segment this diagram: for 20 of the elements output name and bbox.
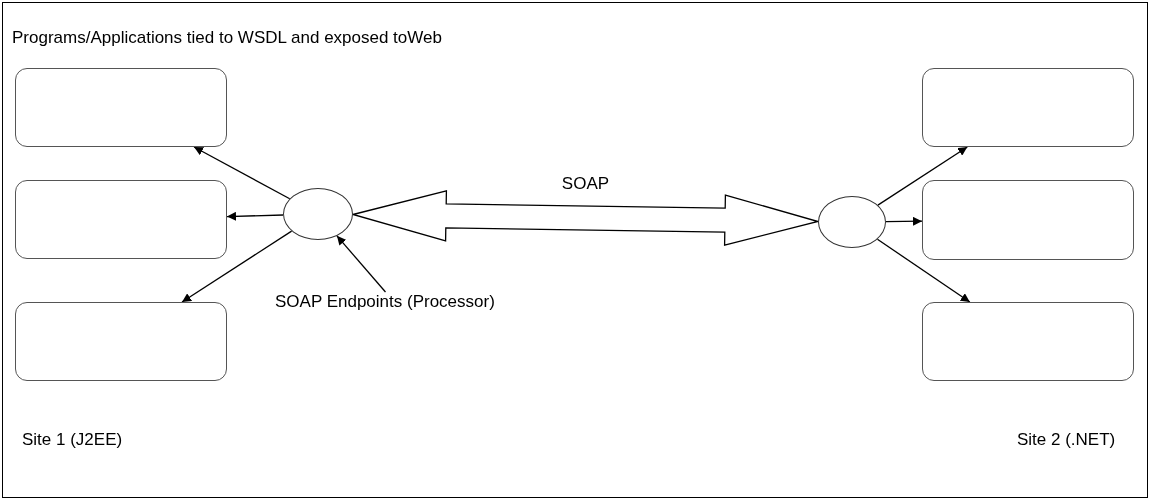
arrow bbox=[885, 216, 923, 226]
diagram-title: Programs/Applications tied to WSDL and exposed toWeb bbox=[12, 28, 442, 48]
arrow bbox=[876, 238, 971, 303]
site-label: Site 2 (.NET) bbox=[1017, 430, 1116, 450]
endpoint-ellipse bbox=[818, 196, 886, 248]
application-box bbox=[15, 302, 227, 381]
application-box bbox=[15, 180, 227, 259]
block-arrow bbox=[350, 190, 821, 246]
arrow bbox=[877, 146, 968, 206]
arrow bbox=[193, 146, 291, 200]
application-box bbox=[922, 180, 1134, 260]
arrow bbox=[181, 230, 293, 303]
application-box bbox=[922, 302, 1134, 381]
site-label: Site 1 (J2EE) bbox=[22, 430, 123, 450]
arrow bbox=[226, 211, 284, 221]
application-box bbox=[922, 68, 1134, 147]
callout-text: SOAP Endpoints (Processor) bbox=[275, 292, 495, 312]
arrow bbox=[336, 235, 387, 293]
endpoint-ellipse bbox=[283, 188, 353, 240]
application-box bbox=[15, 68, 227, 147]
